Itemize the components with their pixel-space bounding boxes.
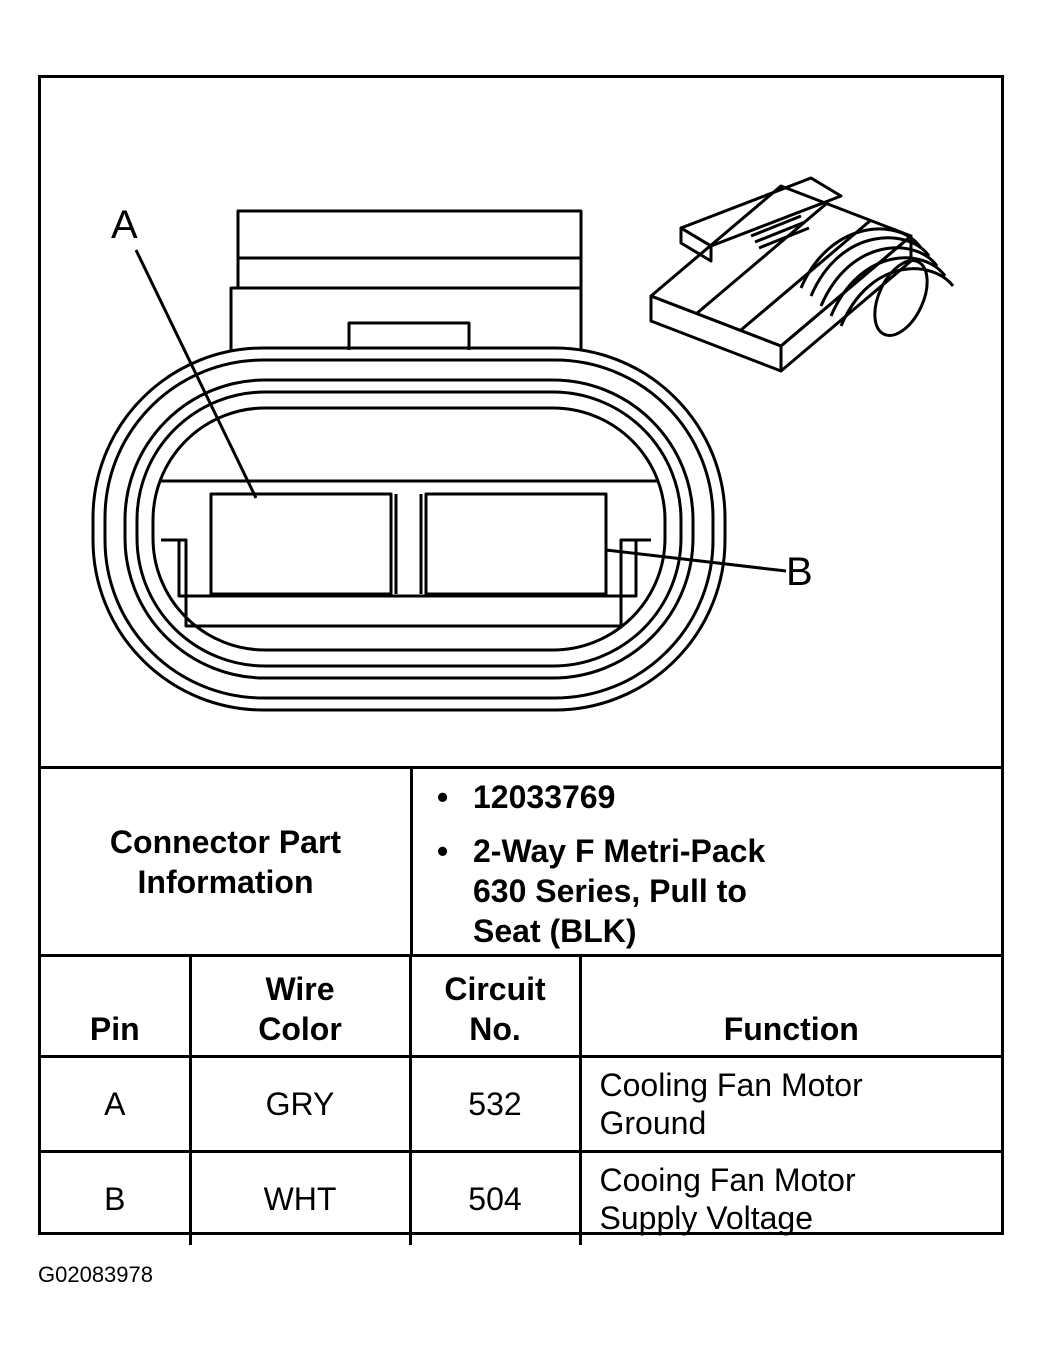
cell-circuit: 532 <box>410 1055 582 1152</box>
bullet-icon: • <box>437 779 449 815</box>
header-wire-color: Wire Color <box>190 954 412 1057</box>
header-function: Function <box>580 954 1001 1057</box>
leader-line-a <box>134 249 258 499</box>
connector-drawing: A B <box>91 176 955 712</box>
cell-wire-color: WHT <box>190 1150 412 1245</box>
connector-part-heading: Connector Part Information <box>41 766 413 954</box>
connector-body <box>91 346 727 712</box>
cell-function: Cooling Fan Motor Ground <box>580 1055 1001 1152</box>
cell-circuit: 504 <box>410 1150 582 1245</box>
connector-latch <box>229 209 583 350</box>
table-row: B WHT 504 Cooing Fan Motor Supply Voltag… <box>41 1150 1001 1245</box>
part-number-item: • 12033769 <box>437 777 1001 817</box>
diagram-frame: A B Connector Part Information • 1203376… <box>38 75 1004 1245</box>
pin-label-a: A <box>111 203 138 247</box>
leader-line-b <box>605 548 787 573</box>
part-description-item: • 2-Way F Metri-Pack 630 Series, Pull to… <box>437 831 1001 951</box>
table-row: A GRY 532 Cooling Fan Motor Ground <box>41 1055 1001 1152</box>
pin-table-header-row: Pin Wire Color Circuit No. Function <box>41 954 1001 1057</box>
header-pin: Pin <box>41 954 192 1057</box>
cell-function: Cooing Fan Motor Supply Voltage <box>580 1150 1001 1245</box>
cell-wire-color: GRY <box>190 1055 412 1152</box>
part-number: 12033769 <box>473 779 616 815</box>
connector-part-table: Connector Part Information • 12033769 • … <box>41 766 1001 954</box>
connector-part-details: • 12033769 • 2-Way F Metri-Pack 630 Seri… <box>411 766 1001 954</box>
header-circuit-no: Circuit No. <box>410 954 582 1057</box>
connector-3d-illustration <box>649 176 955 373</box>
figure-id: G02083978 <box>38 1262 153 1287</box>
pin-table: Pin Wire Color Circuit No. Function A GR… <box>41 954 1001 1245</box>
connector-part-heading-text: Connector Part Information <box>109 823 342 900</box>
terminal-cavities <box>161 492 651 628</box>
bullet-icon: • <box>437 833 449 869</box>
part-description: 2-Way F Metri-Pack 630 Series, Pull to S… <box>473 833 766 949</box>
pin-label-b: B <box>786 550 813 594</box>
cell-pin: B <box>41 1150 192 1245</box>
cell-pin: A <box>41 1055 192 1152</box>
